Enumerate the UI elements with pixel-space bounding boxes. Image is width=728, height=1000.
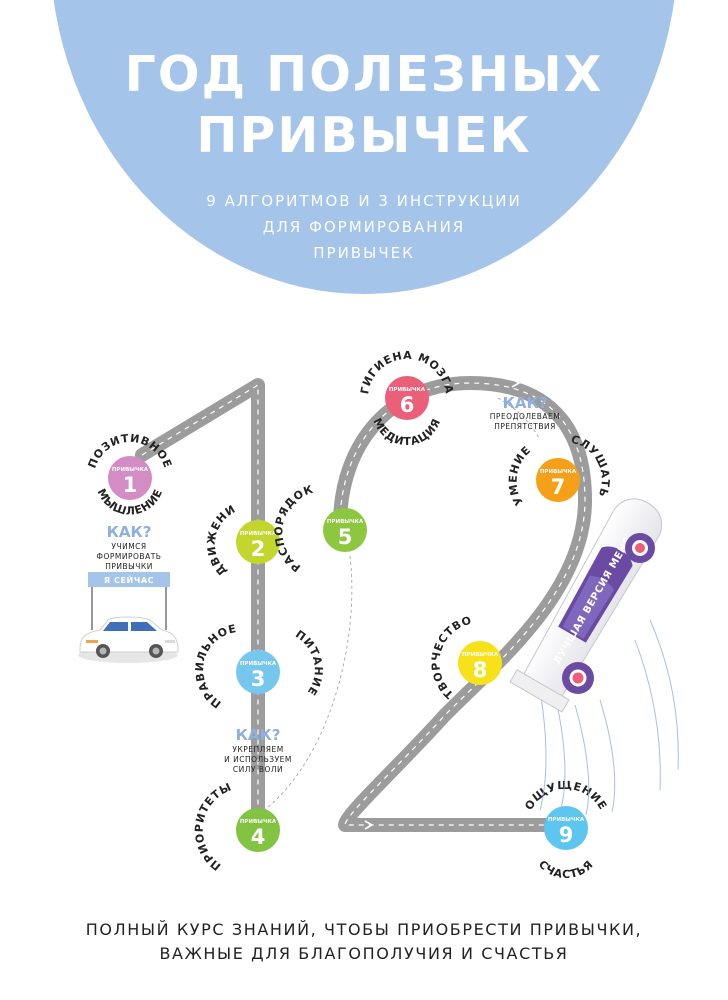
habit-5: ПРИВЫЧКА 5 xyxy=(323,508,367,552)
race-car-front-wheel xyxy=(625,533,655,563)
white-car-icon xyxy=(78,616,179,663)
habit-2-circle xyxy=(236,520,280,564)
habit-9-circle xyxy=(544,806,588,850)
habit-1: ПРИВЫЧКА 1 xyxy=(108,456,152,500)
habit-1-number: 1 xyxy=(123,473,138,497)
habit-9-label: ПРИВЫЧКА xyxy=(548,817,585,823)
habit-2-number: 2 xyxy=(251,537,266,561)
instruction-2: КАК? УКРЕПЛЯЕМ И ИСПОЛЬЗУЕМ СИЛУ ВОЛИ xyxy=(224,726,292,774)
habit-8-label: ПРИВЫЧКА xyxy=(462,652,499,658)
tagline-line-1: ПОЛНЫЙ КУРС ЗНАНИЙ, ЧТОБЫ ПРИОБРЕСТИ ПРИ… xyxy=(85,920,643,939)
start-sign-board xyxy=(88,572,170,587)
race-car-rear-wheel xyxy=(562,662,594,694)
habit-3-right-caption: ПИТАНИЕ xyxy=(293,628,325,699)
habit-4-circle xyxy=(236,808,280,852)
road-arrow-icon xyxy=(511,378,521,388)
habit-4: ПРИВЫЧКА 4 xyxy=(236,808,280,852)
road-two xyxy=(333,376,592,832)
habit-3-circle xyxy=(236,650,280,694)
instruction-2-line-3: СИЛУ ВОЛИ xyxy=(233,765,283,774)
habit-5-circle xyxy=(323,508,367,552)
start-sign-label: Я СЕЙЧАС xyxy=(104,574,154,585)
instruction-3-line-1: ПРЕОДОЛЕВАЕМ xyxy=(490,412,560,421)
habit-6-label: ПРИВЫЧКА xyxy=(389,387,426,393)
habit-3: ПРИВЫЧКА 3 xyxy=(236,650,280,694)
subtitle-line-2: ДЛЯ ФОРМИРОВАНИЯ xyxy=(262,218,466,236)
tagline-line-2: ВАЖНЫЕ ДЛЯ БЛАГОПОЛУЧИЯ И СЧАСТЬЯ xyxy=(159,944,569,963)
connector-6-to-7 xyxy=(497,397,541,441)
habit-3-left-caption: ПРАВИЛЬНОЕ xyxy=(193,622,238,711)
subtitle-line-3: ПРИВЫЧЕК xyxy=(313,244,415,262)
habit-9-bottom-caption: СЧАСТЬЯ xyxy=(536,858,596,881)
habit-4-label: ПРИВЫЧКА xyxy=(240,819,277,825)
instruction-1-title: КАК? xyxy=(107,523,152,541)
habit-9: ПРИВЫЧКА 9 xyxy=(544,806,588,850)
connector-5-to-4 xyxy=(261,555,353,813)
habit-5-label: ПРИВЫЧКА xyxy=(327,519,364,525)
habit-6: ПРИВЫЧКА 6 xyxy=(385,376,429,420)
habit-7-left-caption: УМЕНИЕ xyxy=(506,443,533,507)
habit-8-number: 8 xyxy=(473,658,488,682)
race-car-icon: ЛУЧШАЯ ВЕРСИЯ МЕНЯ xyxy=(509,498,679,816)
habit-5-caption: РАСПОРЯДОК xyxy=(272,483,315,575)
instruction-1-line-3: ПРИВЫЧКИ xyxy=(105,562,153,571)
instruction-2-line-2: И ИСПОЛЬЗУЕМ xyxy=(224,755,292,764)
instruction-2-line-1: УКРЕПЛЯЕМ xyxy=(232,745,283,754)
habit-2-label: ПРИВЫЧКА xyxy=(240,531,277,537)
habit-8: ПРИВЫЧКА 8 xyxy=(458,641,502,685)
habit-captions: ПОЗИТИВНОЕ МЫШЛЕНИЕ ДВИЖЕНИЕ ПРАВИЛЬНОЕ … xyxy=(0,0,611,881)
habit-7: ПРИВЫЧКА 7 xyxy=(536,458,580,502)
habit-4-caption: ПРИОРИТЕТЫ xyxy=(193,780,234,873)
habit-markers: ПРИВЫЧКА 1 ПРИВЫЧКА 2 ПРИВЫЧКА 3 ПРИВЫЧК… xyxy=(108,376,588,852)
habit-6-number: 6 xyxy=(400,393,415,417)
subtitle-line-1: 9 АЛГОРИТМОВ И 3 ИНСТРУКЦИИ xyxy=(206,192,522,210)
habit-3-label: ПРИВЫЧКА xyxy=(240,661,277,667)
start-sign: Я СЕЙЧАС xyxy=(88,572,170,630)
habit-6-bottom-caption: МЕДИТАЦИЯ xyxy=(370,416,443,448)
instruction-3-line-2: ПРЕПЯТСТВИЯ xyxy=(494,422,556,431)
instruction-1-line-1: УЧИМСЯ xyxy=(111,542,146,551)
habit-1-label: ПРИВЫЧКА xyxy=(112,467,149,473)
habit-7-label: ПРИВЫЧКА xyxy=(540,469,577,475)
habit-1-circle xyxy=(108,456,152,500)
habit-3-number: 3 xyxy=(251,667,266,691)
instruction-2-title: КАК? xyxy=(236,726,281,744)
instruction-3-title: КАК? xyxy=(503,394,548,412)
habit-9-number: 9 xyxy=(559,823,574,847)
habit-2: ПРИВЫЧКА 2 xyxy=(236,520,280,564)
habit-6-circle xyxy=(385,376,429,420)
title-line-1: ГОД ПОЛЕЗНЫХ xyxy=(124,46,604,103)
habit-5-number: 5 xyxy=(338,525,353,549)
habit-7-circle xyxy=(536,458,580,502)
title-line-2: ПРИВЫЧЕК xyxy=(196,107,532,164)
road-arrow-icon xyxy=(364,820,374,830)
habit-4-number: 4 xyxy=(251,825,266,849)
habit-7-number: 7 xyxy=(551,475,566,499)
instruction-3: КАК? ПРЕОДОЛЕВАЕМ ПРЕПЯТСТВИЯ xyxy=(490,394,560,431)
instruction-1: КАК? УЧИМСЯ ФОРМИРОВАТЬ ПРИВЫЧКИ xyxy=(97,523,162,571)
instruction-1-line-2: ФОРМИРОВАТЬ xyxy=(97,552,162,561)
habit-8-circle xyxy=(458,641,502,685)
